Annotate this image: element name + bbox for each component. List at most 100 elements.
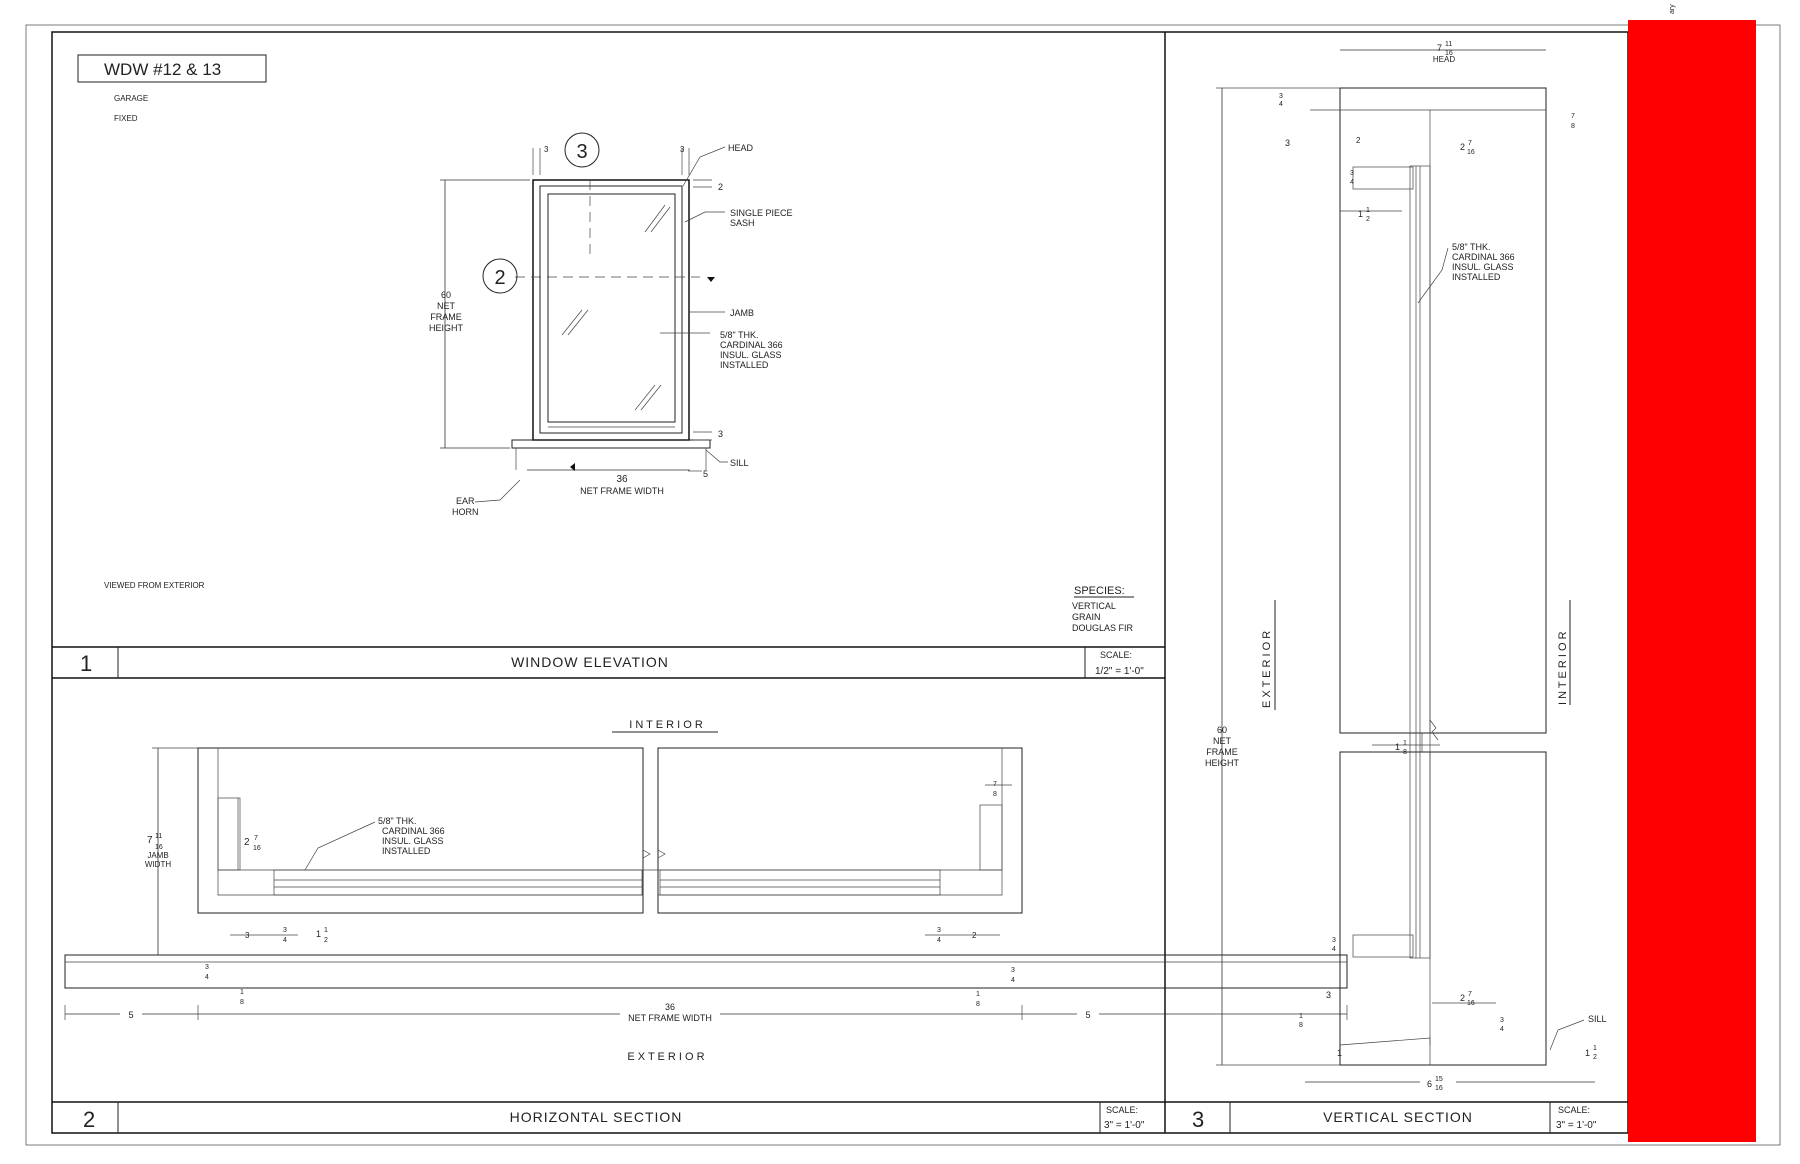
elev-width-dim: 36 — [616, 474, 628, 485]
elev-height-dim-4: HEIGHT — [429, 323, 464, 333]
species-line-3: DOUGLAS FIR — [1072, 623, 1134, 633]
callout-section-2: 2 — [494, 267, 505, 289]
sheet-outer-border — [25, 24, 1781, 1146]
vert-sill-right-112-den: 2 — [1593, 1054, 1597, 1061]
vert-stop-top-whole: 2 — [1460, 142, 1465, 152]
callout-section-2-marker — [482, 258, 518, 294]
label-glass-3: INSUL. GLASS — [720, 350, 782, 360]
panel-1-number: 1 — [80, 651, 92, 676]
vert-sill-right-34-num: 3 — [1500, 1017, 1504, 1024]
horiz-jamb-num: 11 — [155, 833, 162, 840]
horiz-stop-den: 16 — [253, 845, 261, 852]
vert-head-34-den: 4 — [1350, 179, 1354, 186]
sheet-inner-border — [51, 31, 1629, 1134]
panel-3-scale-value: 3" = 1'-0" — [1556, 1120, 1597, 1131]
horiz-br-frac-num: 3 — [937, 927, 941, 934]
vert-head-label: HEAD — [1433, 55, 1455, 64]
vert-head-112-num: 1 — [1366, 207, 1370, 214]
horizontal-section-frame — [64, 747, 1348, 989]
horiz-br-2: 2 — [972, 931, 977, 940]
corner-note: ary — [1669, 4, 1676, 14]
horiz-jamb-den: 16 — [155, 844, 163, 851]
elev-dim-sill-offset: 5 — [703, 469, 708, 479]
vert-gap-den: 8 — [1403, 749, 1407, 756]
panel-1-title: WINDOW ELEVATION — [511, 654, 669, 670]
vert-exterior-label: E X T E R I O R — [1261, 631, 1273, 708]
vert-glass-1: 5/8" THK. — [1452, 242, 1491, 252]
horiz-glass-3: INSUL. GLASS — [382, 836, 444, 846]
horiz-bl-whole: 1 — [316, 929, 321, 939]
vert-sill-eighth-den: 8 — [1299, 1022, 1303, 1029]
label-sash-2: SASH — [730, 218, 755, 228]
vert-sill-label: SILL — [1588, 1014, 1607, 1024]
vert-sill-right-112-whole: 1 — [1585, 1048, 1590, 1058]
vert-sill-34-num: 3 — [1332, 937, 1336, 944]
elev-width-label: NET FRAME WIDTH — [580, 486, 664, 496]
vert-head-2: 2 — [1356, 136, 1361, 145]
horiz-br-frac-den: 4 — [937, 937, 941, 944]
horiz-bl-whole-den: 2 — [324, 937, 328, 944]
panel-3-number: 3 — [1192, 1107, 1204, 1132]
room-name: GARAGE — [114, 94, 148, 103]
vert-gap-whole: 1 — [1395, 742, 1400, 752]
horiz-sill-left-num: 3 — [205, 964, 209, 971]
horiz-sill-left-e-num: 1 — [240, 989, 244, 996]
vert-sill-depth-whole: 6 — [1427, 1079, 1432, 1089]
horiz-interior-label: I N T E R I O R — [629, 719, 703, 731]
vert-head-112-whole: 1 — [1358, 209, 1363, 219]
window-tag-box — [77, 54, 267, 83]
vert-height-2: NET — [1213, 736, 1232, 746]
panel-1-scale-label: SCALE: — [1100, 650, 1132, 660]
vert-glass-3: INSUL. GLASS — [1452, 262, 1514, 272]
label-sash-1: SINGLE PIECE — [730, 208, 793, 218]
panel-3-title: VERTICAL SECTION — [1323, 1109, 1473, 1125]
vertical-section-frame — [1310, 87, 1547, 1066]
horiz-sill-right-den: 4 — [1011, 977, 1015, 984]
vert-head-top-den: 4 — [1279, 101, 1283, 108]
label-glass-2: CARDINAL 366 — [720, 340, 783, 350]
horiz-right-ear: 5 — [1085, 1010, 1090, 1020]
elev-dim-top-right: 3 — [680, 145, 685, 154]
vert-sill-depth-num: 15 — [1435, 1076, 1443, 1083]
horiz-right-top-num: 7 — [993, 781, 997, 788]
label-ear-2: HORN — [452, 507, 479, 517]
vert-sill-right-112-num: 1 — [1593, 1045, 1597, 1052]
panel-2-title: HORIZONTAL SECTION — [510, 1109, 683, 1125]
horiz-jamb-l2: WIDTH — [145, 860, 171, 869]
horiz-width-label: NET FRAME WIDTH — [628, 1013, 712, 1023]
horiz-width-dim: 36 — [665, 1002, 675, 1012]
species-line-1: VERTICAL — [1072, 601, 1116, 611]
horiz-jamb-whole: 7 — [147, 835, 153, 846]
horiz-glass-2: CARDINAL 366 — [382, 826, 445, 836]
vert-sill-stop-den: 16 — [1467, 1000, 1475, 1007]
elev-dim-sill: 3 — [718, 429, 723, 439]
horiz-bl-frac-den: 4 — [283, 937, 287, 944]
species-heading: SPECIES: — [1074, 585, 1125, 597]
vert-gap-num: 1 — [1403, 740, 1407, 747]
horiz-bl-3: 3 — [245, 931, 250, 940]
horiz-left-ear: 5 — [128, 1010, 133, 1020]
vert-head-112-den: 2 — [1366, 216, 1370, 223]
label-jamb: JAMB — [730, 308, 754, 318]
panel-2-scale-value: 3" = 1'-0" — [1104, 1120, 1145, 1131]
horiz-jamb-l1: JAMB — [147, 851, 168, 860]
vert-head-num: 11 — [1445, 41, 1452, 48]
vert-head-den: 16 — [1445, 50, 1453, 57]
vert-glass-4: INSTALLED — [1452, 272, 1501, 282]
window-tag: WDW #12 & 13 — [104, 60, 221, 79]
panel-3-scale-label: SCALE: — [1558, 1105, 1590, 1115]
horiz-sill-left-den: 4 — [205, 974, 209, 981]
panel-1-scale-value: 1/2" = 1'-0" — [1095, 666, 1144, 677]
label-glass-1: 5/8" THK. — [720, 330, 759, 340]
vert-height-3: FRAME — [1206, 747, 1238, 757]
horiz-sill-right-num: 3 — [1011, 967, 1015, 974]
vert-head-left: 3 — [1285, 138, 1290, 148]
vert-interior-label: I N T E R I O R — [1557, 631, 1569, 705]
vert-stop-top-num: 7 — [1468, 140, 1472, 147]
panel-2-number: 2 — [83, 1107, 95, 1132]
window-elevation — [511, 179, 715, 470]
label-glass-4: INSTALLED — [720, 360, 769, 370]
horiz-glass-4: INSTALLED — [382, 846, 431, 856]
vert-sill-right-34-den: 4 — [1500, 1026, 1504, 1033]
elev-height-dim-1: 60 — [441, 290, 451, 300]
